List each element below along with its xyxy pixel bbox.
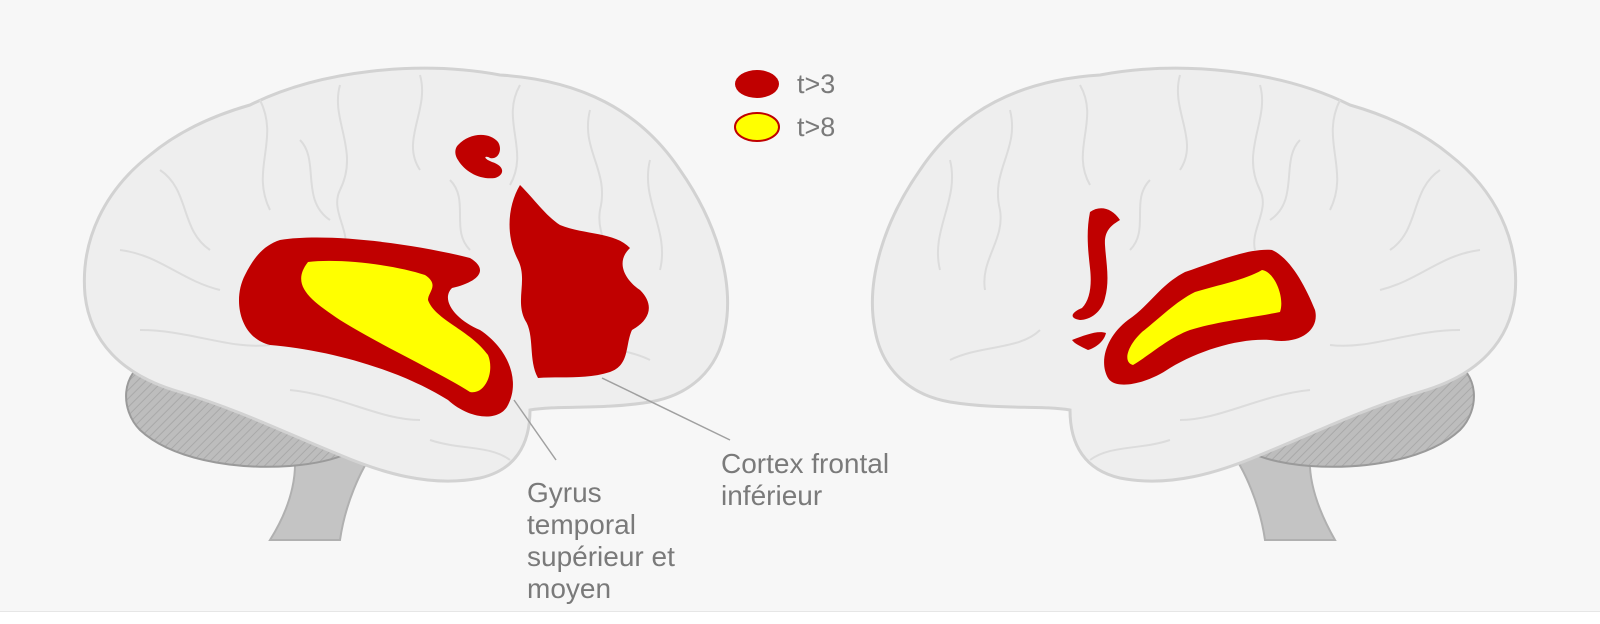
right-sulci bbox=[936, 74, 1481, 461]
left-temporal-activation-t8 bbox=[301, 260, 491, 393]
frontal-cortex-label: Cortex frontal inférieur bbox=[721, 448, 889, 511]
right-temporal-activation-t8 bbox=[1127, 270, 1282, 365]
legend-item-t8: t>8 bbox=[734, 112, 835, 142]
left-hemisphere bbox=[82, 66, 731, 541]
legend-label-t8: t>8 bbox=[797, 112, 835, 142]
temporal-label-line-1: Gyrus bbox=[527, 477, 602, 508]
frontal-callout-line bbox=[601, 377, 731, 441]
right-hemisphere bbox=[871, 66, 1518, 541]
frontal-label-line-1: Cortex frontal bbox=[721, 448, 889, 479]
temporal-callout-line bbox=[513, 399, 557, 461]
legend: t>3 t>8 bbox=[734, 69, 835, 142]
left-sulci bbox=[119, 74, 664, 461]
left-small-activation-t3 bbox=[455, 134, 503, 179]
temporal-label-line-3: supérieur et bbox=[527, 541, 675, 572]
right-frontal-activation-t3 bbox=[1072, 208, 1120, 320]
legend-swatch-t8 bbox=[734, 112, 780, 142]
temporal-gyrus-label: Gyrus temporal supérieur et moyen bbox=[527, 477, 675, 604]
left-frontal-activation-t3 bbox=[509, 185, 649, 378]
temporal-label-line-2: temporal bbox=[527, 509, 636, 540]
temporal-label-line-4: moyen bbox=[527, 573, 611, 604]
bottom-border bbox=[0, 611, 1600, 624]
legend-label-t3: t>3 bbox=[797, 69, 835, 99]
frontal-label-line-2: inférieur bbox=[721, 480, 822, 511]
legend-swatch-t3 bbox=[735, 70, 779, 98]
right-small-activation-t3 bbox=[1072, 332, 1106, 350]
legend-item-t3: t>3 bbox=[735, 69, 835, 99]
